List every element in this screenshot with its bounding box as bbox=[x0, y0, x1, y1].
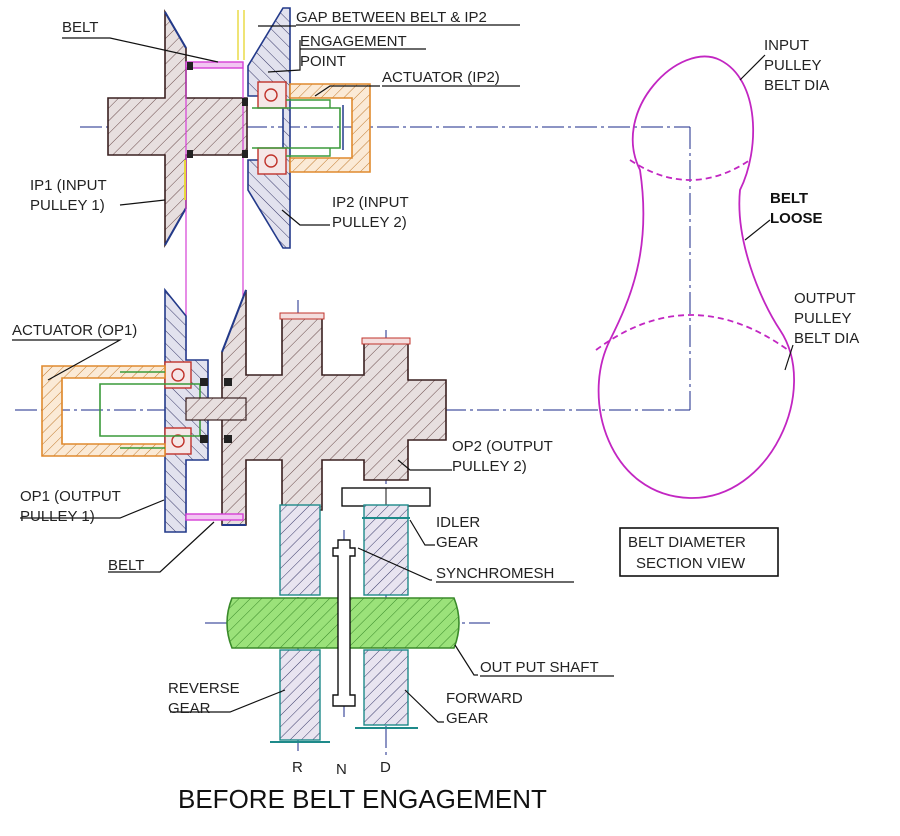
belt-top-cross bbox=[185, 61, 244, 69]
label-output-dia-2: PULLEY bbox=[794, 310, 852, 327]
label-idler-1: IDLER bbox=[436, 514, 480, 531]
label-section-2: SECTION VIEW bbox=[636, 555, 746, 572]
leader-lines bbox=[12, 25, 794, 723]
label-ip1-2: PULLEY 1) bbox=[30, 197, 105, 214]
label-section-1: BELT DIAMETER bbox=[628, 534, 746, 551]
belt-bottom-cross bbox=[185, 513, 244, 521]
label-ip2-2: PULLEY 2) bbox=[332, 214, 407, 231]
labels: BELT GAP BETWEEN BELT & IP2 ENGAGEMENT P… bbox=[12, 9, 859, 814]
output-pulley-assembly bbox=[41, 287, 447, 533]
label-engagement-1: ENGAGEMENT bbox=[300, 33, 407, 50]
label-gap: GAP BETWEEN BELT & IP2 bbox=[296, 9, 487, 26]
reverse-pinion-upper bbox=[279, 504, 321, 596]
ip2-bearing-bottom bbox=[257, 147, 287, 175]
label-output-dia-3: BELT DIA bbox=[794, 330, 859, 347]
diagram-title: BEFORE BELT ENGAGEMENT bbox=[178, 784, 547, 814]
label-input-dia-2: PULLEY bbox=[764, 57, 822, 74]
actuator-ip2 bbox=[289, 83, 371, 173]
synchromesh-fork bbox=[332, 539, 356, 707]
ip2-inner bbox=[252, 107, 341, 149]
belt-section-view bbox=[595, 55, 795, 499]
actuator-op1 bbox=[41, 365, 166, 457]
label-idler-2: GEAR bbox=[436, 534, 479, 551]
label-reverse-2: GEAR bbox=[168, 700, 211, 717]
label-synchromesh: SYNCHROMESH bbox=[436, 565, 554, 582]
forward-gear bbox=[363, 649, 409, 726]
label-op1-1: OP1 (OUTPUT bbox=[20, 488, 121, 505]
section-view-box bbox=[619, 527, 779, 577]
label-output-dia-1: OUTPUT bbox=[794, 290, 856, 307]
reverse-gear bbox=[279, 649, 321, 741]
label-n: N bbox=[336, 761, 347, 778]
label-d: D bbox=[380, 759, 391, 776]
gear-train bbox=[226, 487, 460, 743]
label-belt-bottom: BELT bbox=[108, 557, 144, 574]
label-reverse-1: REVERSE bbox=[168, 680, 240, 697]
label-r: R bbox=[292, 759, 303, 776]
ip2-bearing-top bbox=[257, 81, 287, 109]
label-input-dia-3: BELT DIA bbox=[764, 77, 829, 94]
label-output-shaft: OUT PUT SHAFT bbox=[480, 659, 599, 676]
label-ip2-1: IP2 (INPUT bbox=[332, 194, 409, 211]
label-belt-loose-2: LOOSE bbox=[770, 210, 823, 227]
label-actuator-ip2: ACTUATOR (IP2) bbox=[382, 69, 500, 86]
idler-gear bbox=[363, 504, 409, 596]
label-op2-2: PULLEY 2) bbox=[452, 458, 527, 475]
ip1-body bbox=[107, 9, 248, 249]
label-forward-2: GEAR bbox=[446, 710, 489, 727]
label-belt-top: BELT bbox=[62, 19, 98, 36]
label-ip1-1: IP1 (INPUT bbox=[30, 177, 107, 194]
label-input-dia-1: INPUT bbox=[764, 37, 809, 54]
label-op1-2: PULLEY 1) bbox=[20, 508, 95, 525]
label-forward-1: FORWARD bbox=[446, 690, 523, 707]
label-op2-1: OP2 (OUTPUT bbox=[452, 438, 553, 455]
input-pulley-assembly bbox=[107, 7, 371, 520]
label-actuator-op1: ACTUATOR (OP1) bbox=[12, 322, 137, 339]
label-engagement-2: POINT bbox=[300, 53, 346, 70]
label-belt-loose-1: BELT bbox=[770, 190, 808, 207]
